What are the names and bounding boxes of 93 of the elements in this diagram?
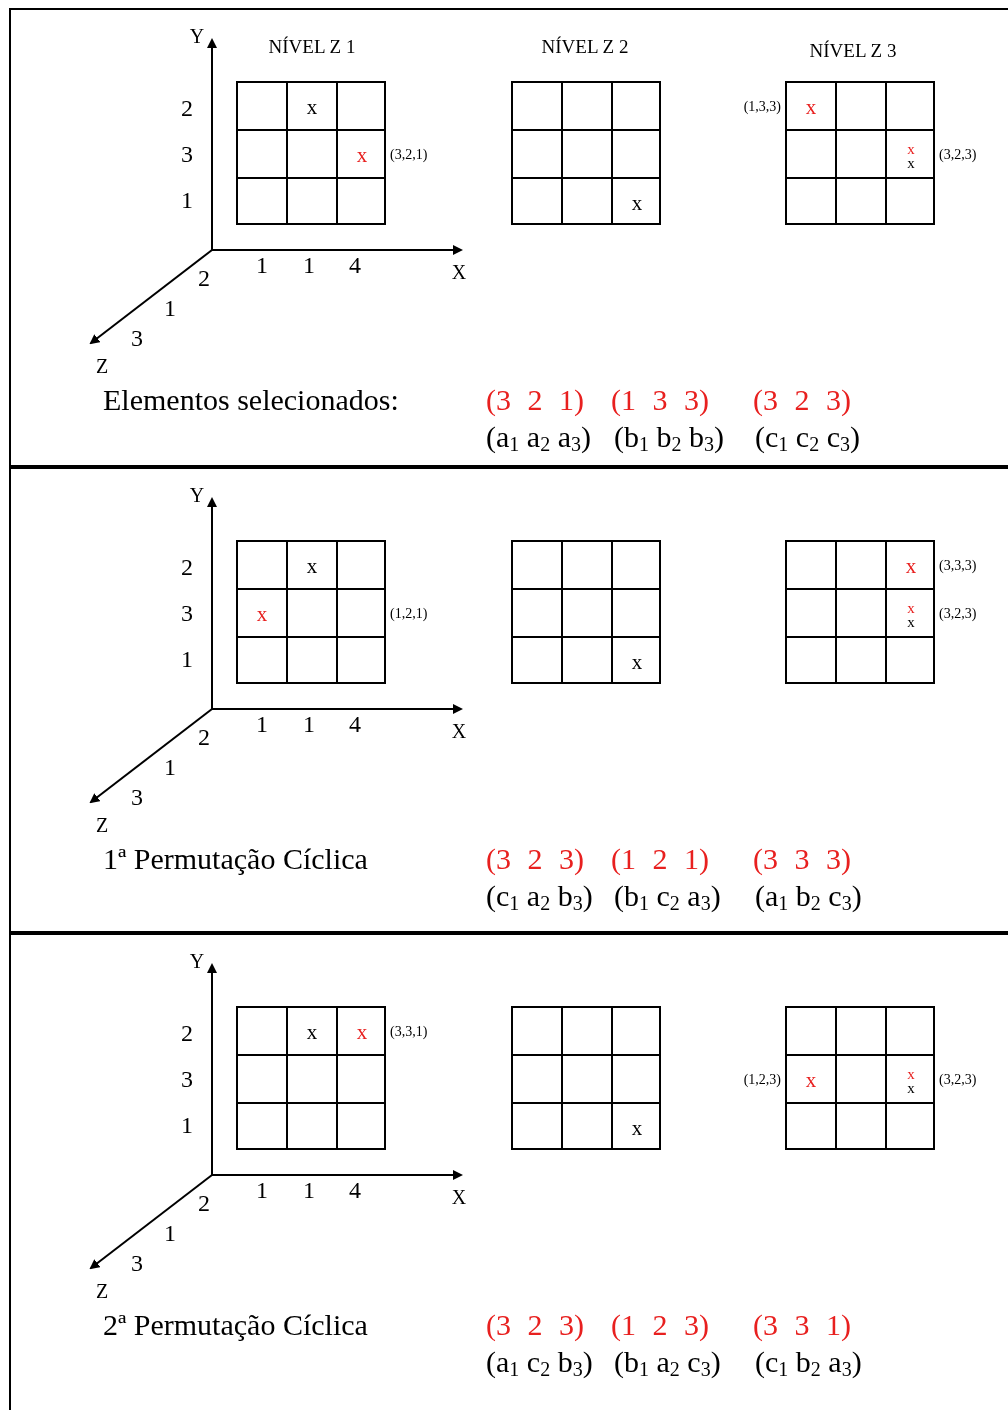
element-tuple: (b$_{1}$ b$_{2}$ b$_{3}$) (614, 422, 724, 452)
tick-label: 3 (181, 1067, 193, 1091)
caption-text: 2ª Permutação Cíclica (103, 1310, 368, 1340)
coordinate-label: (3,2,3) (939, 607, 977, 621)
tick-label: 1 (164, 1221, 176, 1245)
tick-label: 1 (181, 1113, 193, 1137)
tick-label: 1 (181, 188, 193, 212)
element-tuple: (a$_{1}$ a$_{2}$ a$_{3}$) (486, 422, 591, 452)
coordinate-label: (3,3,3) (939, 559, 977, 573)
coordinate-label: (1,3,3) (743, 100, 781, 114)
x-mark: x (306, 555, 318, 577)
value-tuple: (3 3 3) (753, 844, 851, 874)
tick-label: 1 (303, 253, 315, 277)
level-heading: NÍVEL Z 2 (541, 36, 629, 56)
tick-label: 1 (256, 1178, 268, 1202)
value-tuple: (3 2 1) (486, 385, 584, 415)
coordinate-label: (1,2,3) (743, 1073, 781, 1087)
x-mark: x (306, 1021, 318, 1043)
element-tuple: (c$_{1}$ c$_{2}$ c$_{3}$) (755, 422, 860, 452)
tick-label: 2 (181, 555, 193, 579)
panel (9, 467, 1008, 933)
tick-label: 3 (181, 601, 193, 625)
x-mark: x (907, 141, 915, 157)
x-mark: x (356, 144, 368, 166)
caption-text: 1ª Permutação Cíclica (103, 844, 368, 874)
tick-label: 1 (181, 647, 193, 671)
tick-label: 3 (131, 785, 143, 809)
tick-label: 2 (181, 1021, 193, 1045)
axis-label: X (451, 262, 467, 282)
x-mark: x (306, 96, 318, 118)
coordinate-label: (1,2,1) (390, 607, 428, 621)
tick-label: 3 (131, 326, 143, 350)
tick-label: 4 (349, 1178, 361, 1202)
tick-label: 4 (349, 253, 361, 277)
tick-label: 4 (349, 712, 361, 736)
coordinate-label: (3,3,1) (390, 1025, 428, 1039)
value-tuple: (3 3 1) (753, 1310, 851, 1340)
x-mark: x (256, 603, 268, 625)
level-heading: NÍVEL Z 3 (809, 40, 897, 60)
grid (511, 1006, 661, 1150)
tick-label: 1 (256, 712, 268, 736)
axis-label: Y (189, 26, 205, 46)
axis-label: Z (95, 815, 109, 835)
x-mark: x (907, 600, 915, 616)
tick-label: 2 (198, 266, 210, 290)
x-mark: x (356, 1021, 368, 1043)
value-tuple: (1 2 3) (611, 1310, 709, 1340)
x-mark: x (907, 155, 915, 171)
element-tuple: (a$_{1}$ c$_{2}$ b$_{3}$) (486, 1347, 593, 1377)
element-tuple: (c$_{1}$ a$_{2}$ b$_{3}$) (486, 881, 593, 911)
tick-label: 3 (181, 142, 193, 166)
grid (511, 81, 661, 225)
tick-label: 2 (198, 725, 210, 749)
level-heading: NÍVEL Z 1 (268, 36, 356, 56)
tick-label: 1 (164, 755, 176, 779)
tick-label: 1 (303, 712, 315, 736)
coordinate-label: (3,2,3) (939, 1073, 977, 1087)
element-tuple: (b$_{1}$ a$_{2}$ c$_{3}$) (614, 1347, 721, 1377)
axis-label: Y (189, 485, 205, 505)
tick-label: 3 (131, 1251, 143, 1275)
coordinate-label: (3,2,3) (939, 148, 977, 162)
x-mark: x (907, 614, 915, 630)
coordinate-label: (3,2,1) (390, 148, 428, 162)
axis-label: Z (95, 356, 109, 376)
value-tuple: (3 2 3) (486, 1310, 584, 1340)
x-mark: x (631, 1117, 643, 1139)
x-mark: x (907, 1080, 915, 1096)
x-mark: x (805, 1069, 817, 1091)
tick-label: 2 (198, 1191, 210, 1215)
tick-label: 1 (256, 253, 268, 277)
caption-text: Elementos selecionados: (103, 385, 399, 415)
value-tuple: (1 3 3) (611, 385, 709, 415)
element-tuple: (a$_{1}$ b$_{2}$ c$_{3}$) (755, 881, 862, 911)
tick-label: 1 (303, 1178, 315, 1202)
x-mark: x (631, 651, 643, 673)
panel (9, 8, 1008, 467)
element-tuple: (b$_{1}$ c$_{2}$ a$_{3}$) (614, 881, 721, 911)
x-mark: x (907, 1066, 915, 1082)
axis-label: Y (189, 951, 205, 971)
grid (511, 540, 661, 684)
element-tuple: (c$_{1}$ b$_{2}$ a$_{3}$) (755, 1347, 862, 1377)
value-tuple: (3 2 3) (753, 385, 851, 415)
axis-label: X (451, 721, 467, 741)
value-tuple: (3 2 3) (486, 844, 584, 874)
panel (9, 933, 1008, 1410)
axis-label: Z (95, 1281, 109, 1301)
x-mark: x (805, 96, 817, 118)
tick-label: 1 (164, 296, 176, 320)
x-mark: x (905, 555, 917, 577)
tick-label: 2 (181, 96, 193, 120)
x-mark: x (631, 192, 643, 214)
value-tuple: (1 2 1) (611, 844, 709, 874)
axis-label: X (451, 1187, 467, 1207)
